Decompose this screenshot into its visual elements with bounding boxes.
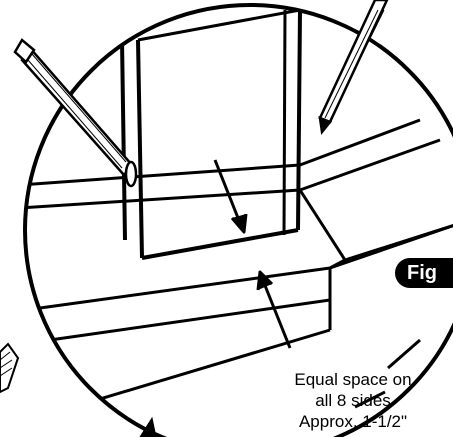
post-bottom-edge <box>141 228 299 260</box>
post-top-edge <box>137 8 301 42</box>
caption-line-1: Equal space on <box>294 370 412 389</box>
gap-arrow-head <box>256 270 274 291</box>
base-frame-front-lower-edge <box>49 298 331 342</box>
right-nail <box>318 0 389 136</box>
bottom-arrow-tip <box>139 416 157 437</box>
post-arrow-head <box>230 213 248 234</box>
post-front-right-edge <box>296 9 302 231</box>
post-front-left-edge <box>136 39 144 259</box>
post-right-edge <box>282 9 287 236</box>
caption-leader-line <box>387 338 421 370</box>
frame-mitre-line <box>298 189 347 261</box>
figure-label-text: Fig <box>407 262 437 284</box>
caption-leader-lower <box>354 390 386 409</box>
gap-arrow-shaft <box>260 277 292 349</box>
caption-line-2: all 8 sides <box>315 391 391 410</box>
left-nail <box>13 38 138 188</box>
partial-piece-left <box>0 342 20 394</box>
post-left-edge <box>120 39 127 241</box>
caption-line-3: Approx. 1-1/2" <box>298 412 408 431</box>
figure-label-badge: Fig <box>395 258 453 288</box>
